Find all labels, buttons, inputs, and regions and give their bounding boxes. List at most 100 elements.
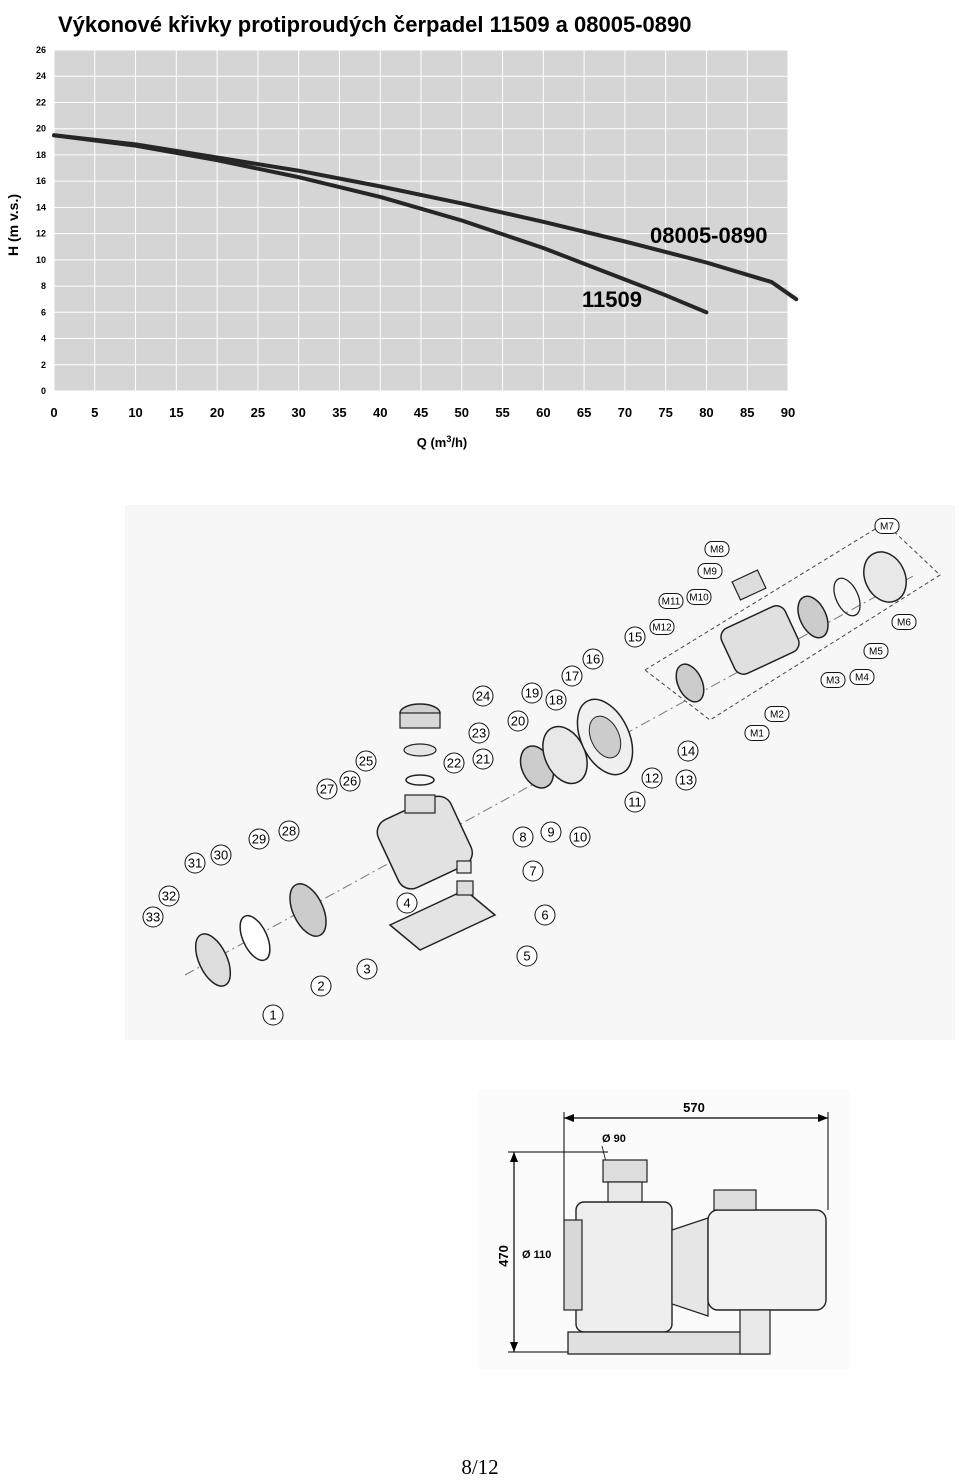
y-tick-label: 16 bbox=[36, 176, 46, 186]
callout-label: M5 bbox=[869, 647, 883, 658]
x-tick-label: 10 bbox=[128, 405, 142, 420]
callout-bubble bbox=[624, 791, 646, 813]
terminal-box bbox=[713, 1189, 757, 1211]
x-axis-label-pre: Q (m bbox=[417, 435, 447, 450]
callout-m11: M11 bbox=[658, 593, 684, 609]
callout-19: 19 bbox=[521, 682, 543, 704]
callout-bubble bbox=[262, 1004, 284, 1026]
diffuser-inner bbox=[588, 715, 622, 759]
callout-label: M1 bbox=[750, 729, 764, 740]
motor-flange-part bbox=[675, 663, 705, 703]
callout-11: 11 bbox=[624, 791, 646, 813]
callout-label: 19 bbox=[525, 686, 539, 701]
callout-label: 2 bbox=[317, 979, 324, 994]
fan-cover-part bbox=[863, 551, 907, 603]
dimension-drawing: 570 470 Ø 90 Ø 110 bbox=[478, 1090, 850, 1370]
motor-body bbox=[707, 1209, 827, 1311]
x-tick-label: 50 bbox=[455, 405, 469, 420]
callout-label: 1 bbox=[269, 1008, 276, 1023]
x-tick-label: 5 bbox=[91, 405, 98, 420]
callout-label: M11 bbox=[662, 597, 681, 608]
y-tick-label: 18 bbox=[36, 150, 46, 160]
length-arrow-left bbox=[564, 1114, 574, 1122]
callout-label: 16 bbox=[586, 652, 600, 667]
callout-label: 8 bbox=[519, 830, 526, 845]
callout-14: 14 bbox=[677, 740, 699, 762]
callout-bubble bbox=[142, 906, 164, 928]
x-tick-label: 55 bbox=[495, 405, 509, 420]
callout-label: M8 bbox=[710, 545, 724, 556]
callout-20: 20 bbox=[507, 710, 529, 732]
y-tick-label: 4 bbox=[41, 334, 46, 344]
y-tick-label: 0 bbox=[41, 386, 46, 396]
height-arrow-top bbox=[510, 1152, 518, 1162]
outlet-label: Ø 90 bbox=[602, 1133, 626, 1145]
callout-bubble bbox=[512, 826, 534, 848]
callout-24: 24 bbox=[472, 685, 494, 707]
length-arrow-right bbox=[818, 1114, 828, 1122]
series-line-1 bbox=[52, 133, 709, 315]
chart-title: Výkonové křivky protiproudých čerpadel 1… bbox=[58, 12, 691, 37]
callout-bubble bbox=[396, 892, 418, 914]
callout-label: 29 bbox=[252, 832, 266, 847]
callout-label: 30 bbox=[214, 848, 228, 863]
x-axis-label-post: /h) bbox=[451, 435, 467, 450]
callout-27: 27 bbox=[316, 778, 338, 800]
callout-label: 31 bbox=[188, 856, 202, 871]
x-tick-label: 90 bbox=[781, 405, 795, 420]
height-arrow-bottom bbox=[510, 1342, 518, 1352]
callout-label: 11 bbox=[628, 795, 642, 810]
callout-6: 6 bbox=[534, 904, 556, 926]
callout-bubble bbox=[210, 844, 232, 866]
callout-bubble bbox=[764, 706, 790, 722]
base-block-part bbox=[456, 860, 472, 874]
callout-bubble bbox=[356, 958, 378, 980]
callout-13: 13 bbox=[675, 769, 697, 791]
callout-31: 31 bbox=[184, 852, 206, 874]
callout-label: M3 bbox=[826, 676, 840, 687]
callout-12: 12 bbox=[641, 767, 663, 789]
height-label: 470 bbox=[496, 1245, 511, 1267]
x-tick-label: 15 bbox=[169, 405, 183, 420]
callout-30: 30 bbox=[210, 844, 232, 866]
callout-bubble bbox=[158, 885, 180, 907]
callout-bubble bbox=[339, 770, 361, 792]
callout-m10: M10 bbox=[686, 589, 712, 605]
callout-label: 7 bbox=[529, 864, 536, 879]
x-tick-label: 40 bbox=[373, 405, 387, 420]
callout-label: M2 bbox=[770, 710, 784, 721]
y-tick-label: 8 bbox=[41, 281, 46, 291]
callout-bubble bbox=[849, 669, 875, 685]
outlet-union bbox=[602, 1159, 648, 1183]
callout-bubble bbox=[891, 614, 917, 630]
x-tick-label: 0 bbox=[50, 405, 57, 420]
callout-label: 14 bbox=[681, 744, 695, 759]
union-nut-body bbox=[399, 712, 441, 729]
callout-bubble bbox=[540, 821, 562, 843]
callout-bubble bbox=[744, 725, 770, 741]
y-tick-label: 20 bbox=[36, 124, 46, 134]
callout-23: 23 bbox=[468, 722, 490, 744]
callout-bubble bbox=[522, 860, 544, 882]
x-tick-label: 80 bbox=[699, 405, 713, 420]
series-label-11509: 11509 bbox=[582, 287, 642, 312]
inlet-label: Ø 110 bbox=[522, 1249, 551, 1261]
series-line-0 bbox=[52, 133, 799, 302]
callout-label: 26 bbox=[343, 774, 357, 789]
callout-m8: M8 bbox=[704, 541, 730, 557]
callout-m3: M3 bbox=[820, 672, 846, 688]
callout-bubble bbox=[874, 518, 900, 534]
callout-m1: M1 bbox=[744, 725, 770, 741]
callout-bubble bbox=[545, 689, 567, 711]
callout-26: 26 bbox=[339, 770, 361, 792]
y-axis-label: H (m v.s.) bbox=[5, 194, 21, 256]
callout-label: M6 bbox=[897, 618, 911, 629]
callout-m6: M6 bbox=[891, 614, 917, 630]
inlet-flange bbox=[563, 1219, 583, 1311]
x-axis-label: Q (m3/h) bbox=[417, 434, 468, 450]
callout-label: 18 bbox=[549, 693, 563, 708]
callout-label: 32 bbox=[162, 889, 176, 904]
callout-bubble bbox=[569, 826, 591, 848]
seal-ring-part bbox=[239, 914, 271, 962]
